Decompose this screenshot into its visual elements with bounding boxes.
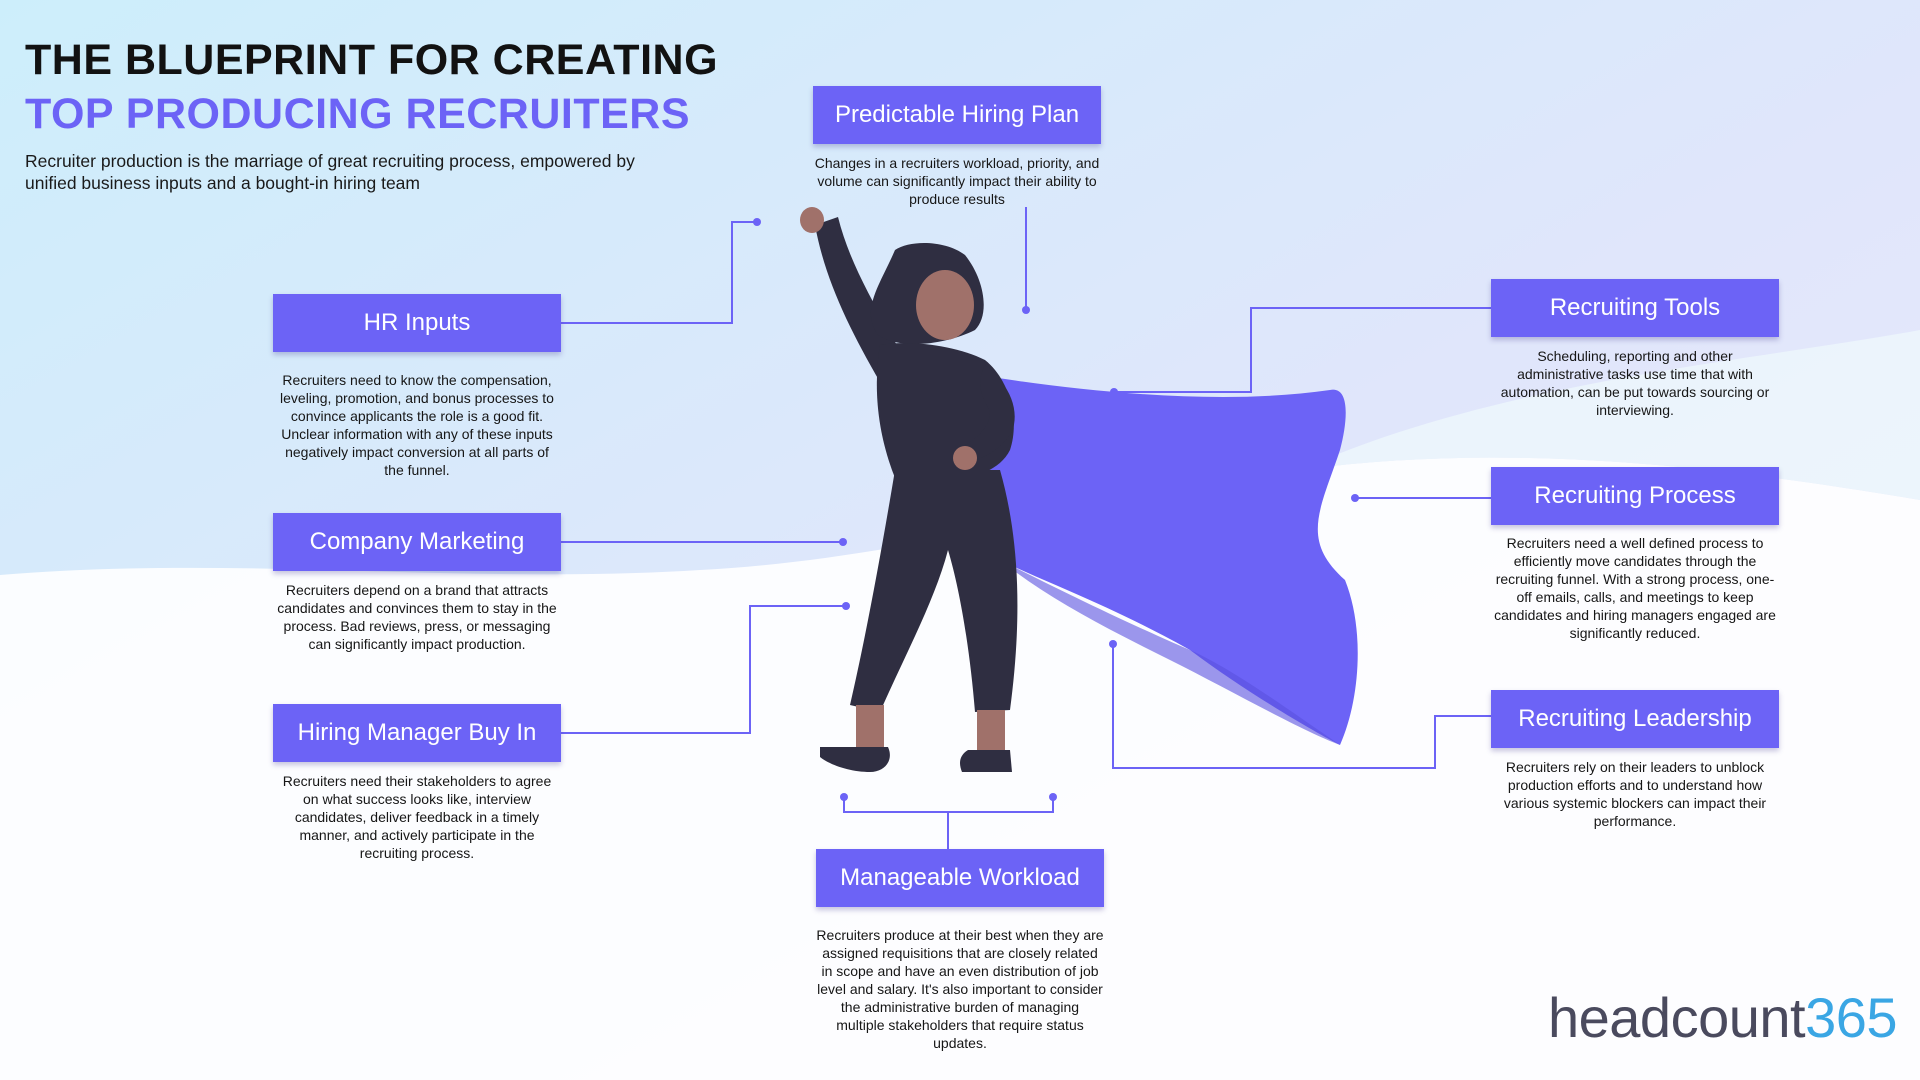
node-recruiting-process-desc: Recruiters need a well defined process t… [1494,535,1776,641]
headcount365-logo: headcount365 [1548,985,1898,1050]
node-hr-inputs: HR Inputs [273,294,561,352]
node-manageable-workload: Manageable Workload [816,849,1104,907]
node-recruiting-leadership: Recruiting Leadership [1491,690,1779,748]
hip-arm [960,365,1015,462]
node-recruiting-tools-desc: Scheduling, reporting and other administ… [1500,348,1770,418]
right-shoe [960,750,1012,772]
node-recruiting-tools: Recruiting Tools [1491,279,1779,337]
left-shoe [820,747,890,772]
raised-arm [815,217,905,382]
node-company-marketing-desc: Recruiters depend on a brand that attrac… [277,582,557,652]
title-line-1: THE BLUEPRINT FOR CREATING [25,36,719,84]
legs [850,470,1018,712]
subtitle: Recruiter production is the marriage of … [25,151,635,193]
node-company-marketing: Company Marketing [273,513,561,571]
logo-word: headcount [1548,986,1806,1049]
node-hr-inputs-desc: Recruiters need to know the compensation… [280,372,554,478]
node-manageable-workload-desc: Recruiters produce at their best when th… [816,927,1104,1051]
title-line-2: TOP PRODUCING RECRUITERS [25,90,691,138]
node-predictable-hiring-plan-desc: Changes in a recruiters workload, priori… [814,155,1100,207]
node-recruiting-leadership-desc: Recruiters rely on their leaders to unbl… [1503,759,1767,829]
node-recruiting-process: Recruiting Process [1491,467,1779,525]
logo-number: 365 [1805,986,1898,1049]
cape [960,372,1358,745]
node-predictable-hiring-plan: Predictable Hiring Plan [813,86,1101,144]
hand [800,207,824,233]
node-hiring-manager-buy-in-desc: Recruiters need their stakeholders to ag… [282,773,552,861]
node-hiring-manager-buy-in: Hiring Manager Buy In [273,704,561,762]
